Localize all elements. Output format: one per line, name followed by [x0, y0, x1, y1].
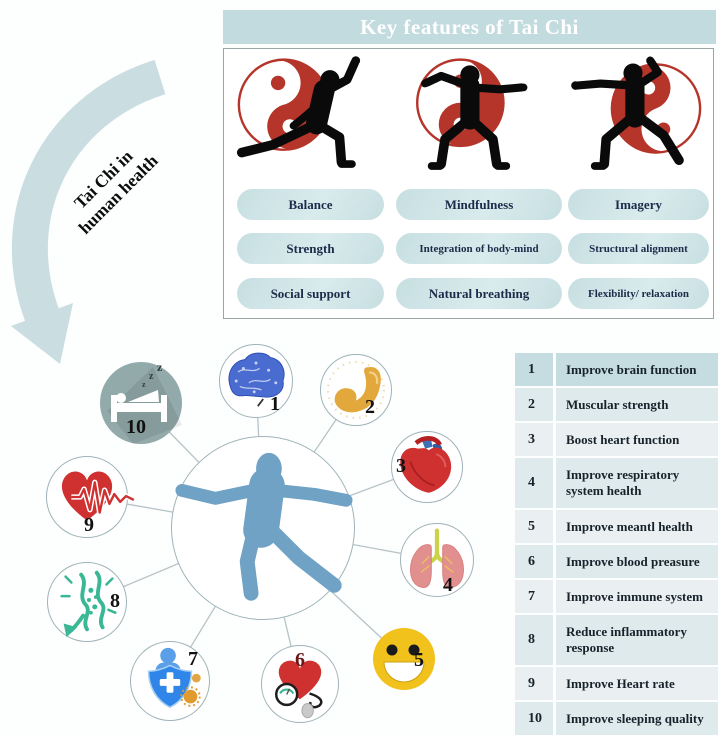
lungs-icon	[409, 528, 465, 588]
benefit-number: 7	[188, 648, 198, 670]
anatomical-heart-icon	[400, 436, 452, 493]
table-row: 10 Improve sleeping quality	[515, 702, 718, 735]
blood-pressure-icon	[275, 660, 323, 719]
row-label: Improve respiratory system health	[556, 458, 718, 508]
table-row: 2 Muscular strength	[515, 388, 718, 421]
benefit-number: 1	[270, 393, 280, 415]
feature-pill: Balance	[237, 189, 384, 220]
benefit-node-sleep: z z z 10	[100, 360, 182, 444]
row-number: 9	[515, 667, 553, 700]
row-label: Muscular strength	[556, 388, 718, 421]
zzz-text: z	[142, 380, 146, 389]
row-label: Improve sleeping quality	[556, 702, 718, 735]
smiley-icon	[383, 644, 425, 683]
benefit-number: 3	[396, 455, 406, 477]
row-number: 3	[515, 423, 553, 456]
benefit-node-smiley: 5	[373, 628, 435, 690]
table-row: 1 Improve brain function	[515, 353, 718, 386]
benefit-node-immune: 7	[130, 641, 210, 721]
benefit-number: 8	[110, 590, 120, 612]
benefits-table: 1 Improve brain function 2 Muscular stre…	[515, 353, 718, 737]
muscle-icon	[326, 360, 386, 420]
row-label: Improve brain function	[556, 353, 718, 386]
row-number: 1	[515, 353, 553, 386]
curved-arrow-icon	[11, 59, 166, 364]
feature-pill: Imagery	[568, 189, 709, 220]
row-number: 2	[515, 388, 553, 421]
benefit-node-heart: 3	[391, 431, 463, 503]
table-row: 3 Boost heart function	[515, 423, 718, 456]
feature-pill: Strength	[237, 233, 384, 264]
benefit-node-blood-pressure: 6	[261, 645, 339, 723]
feature-pill: Structural alignment	[568, 233, 709, 264]
benefit-node-muscle: 2	[320, 354, 392, 426]
benefit-node-inflammation: 8	[47, 562, 127, 642]
taichi-silhouette-horse-stance	[416, 58, 528, 170]
table-row: 9 Improve Heart rate	[515, 667, 718, 700]
feature-pill: Integration of body-mind	[396, 233, 562, 264]
row-label: Boost heart function	[556, 423, 718, 456]
row-number: 7	[515, 580, 553, 613]
benefit-node-lungs: 4	[400, 523, 474, 597]
immune-shield-icon	[147, 647, 201, 709]
zzz-text: z	[149, 371, 154, 382]
benefit-number: 4	[443, 574, 453, 596]
brain-icon	[228, 352, 285, 407]
heart-pulse-icon	[61, 471, 136, 521]
taichi-practitioner-icon	[175, 452, 353, 601]
zzz-text: z	[157, 360, 163, 374]
panel-title: Key features of Tai Chi	[223, 10, 716, 44]
row-number: 8	[515, 615, 553, 665]
table-row: 7 Improve immune system	[515, 580, 718, 613]
taichi-silhouette-lunge	[236, 56, 361, 168]
feature-pill: Social support	[237, 278, 384, 309]
table-row: 6 Improve blood preasure	[515, 545, 718, 578]
row-number: 6	[515, 545, 553, 578]
row-number: 5	[515, 510, 553, 543]
row-label: Improve blood preasure	[556, 545, 718, 578]
table-row: 4 Improve respiratory system health	[515, 458, 718, 508]
row-label: Reduce inflammatory response	[556, 615, 718, 665]
feature-pill: Flexibility/ relaxation	[568, 278, 709, 309]
taichi-silhouette-punch	[571, 56, 702, 170]
row-number: 10	[515, 702, 553, 735]
row-label: Improve meantl health	[556, 510, 718, 543]
center-circle	[171, 436, 355, 620]
benefit-node-brain: 1	[219, 344, 293, 418]
table-row: 8 Reduce inflammatory response	[515, 615, 718, 665]
benefit-number: 10	[126, 416, 146, 438]
benefit-number: 9	[84, 514, 94, 536]
benefit-node-heart-rate: 9	[46, 456, 136, 538]
benefit-number: 6	[295, 649, 305, 671]
feature-pill: Natural breathing	[396, 278, 562, 309]
sleep-bed-icon: z z z	[107, 360, 182, 444]
inflammation-icon	[60, 570, 117, 638]
row-number: 4	[515, 458, 553, 508]
row-label: Improve Heart rate	[556, 667, 718, 700]
row-label: Improve immune system	[556, 580, 718, 613]
feature-pill: Mindfulness	[396, 189, 562, 220]
benefit-number: 5	[414, 649, 424, 671]
key-features-panel: Balance Strength Social support Mindfuln…	[223, 48, 714, 319]
table-row: 5 Improve meantl health	[515, 510, 718, 543]
benefit-number: 2	[365, 396, 375, 418]
